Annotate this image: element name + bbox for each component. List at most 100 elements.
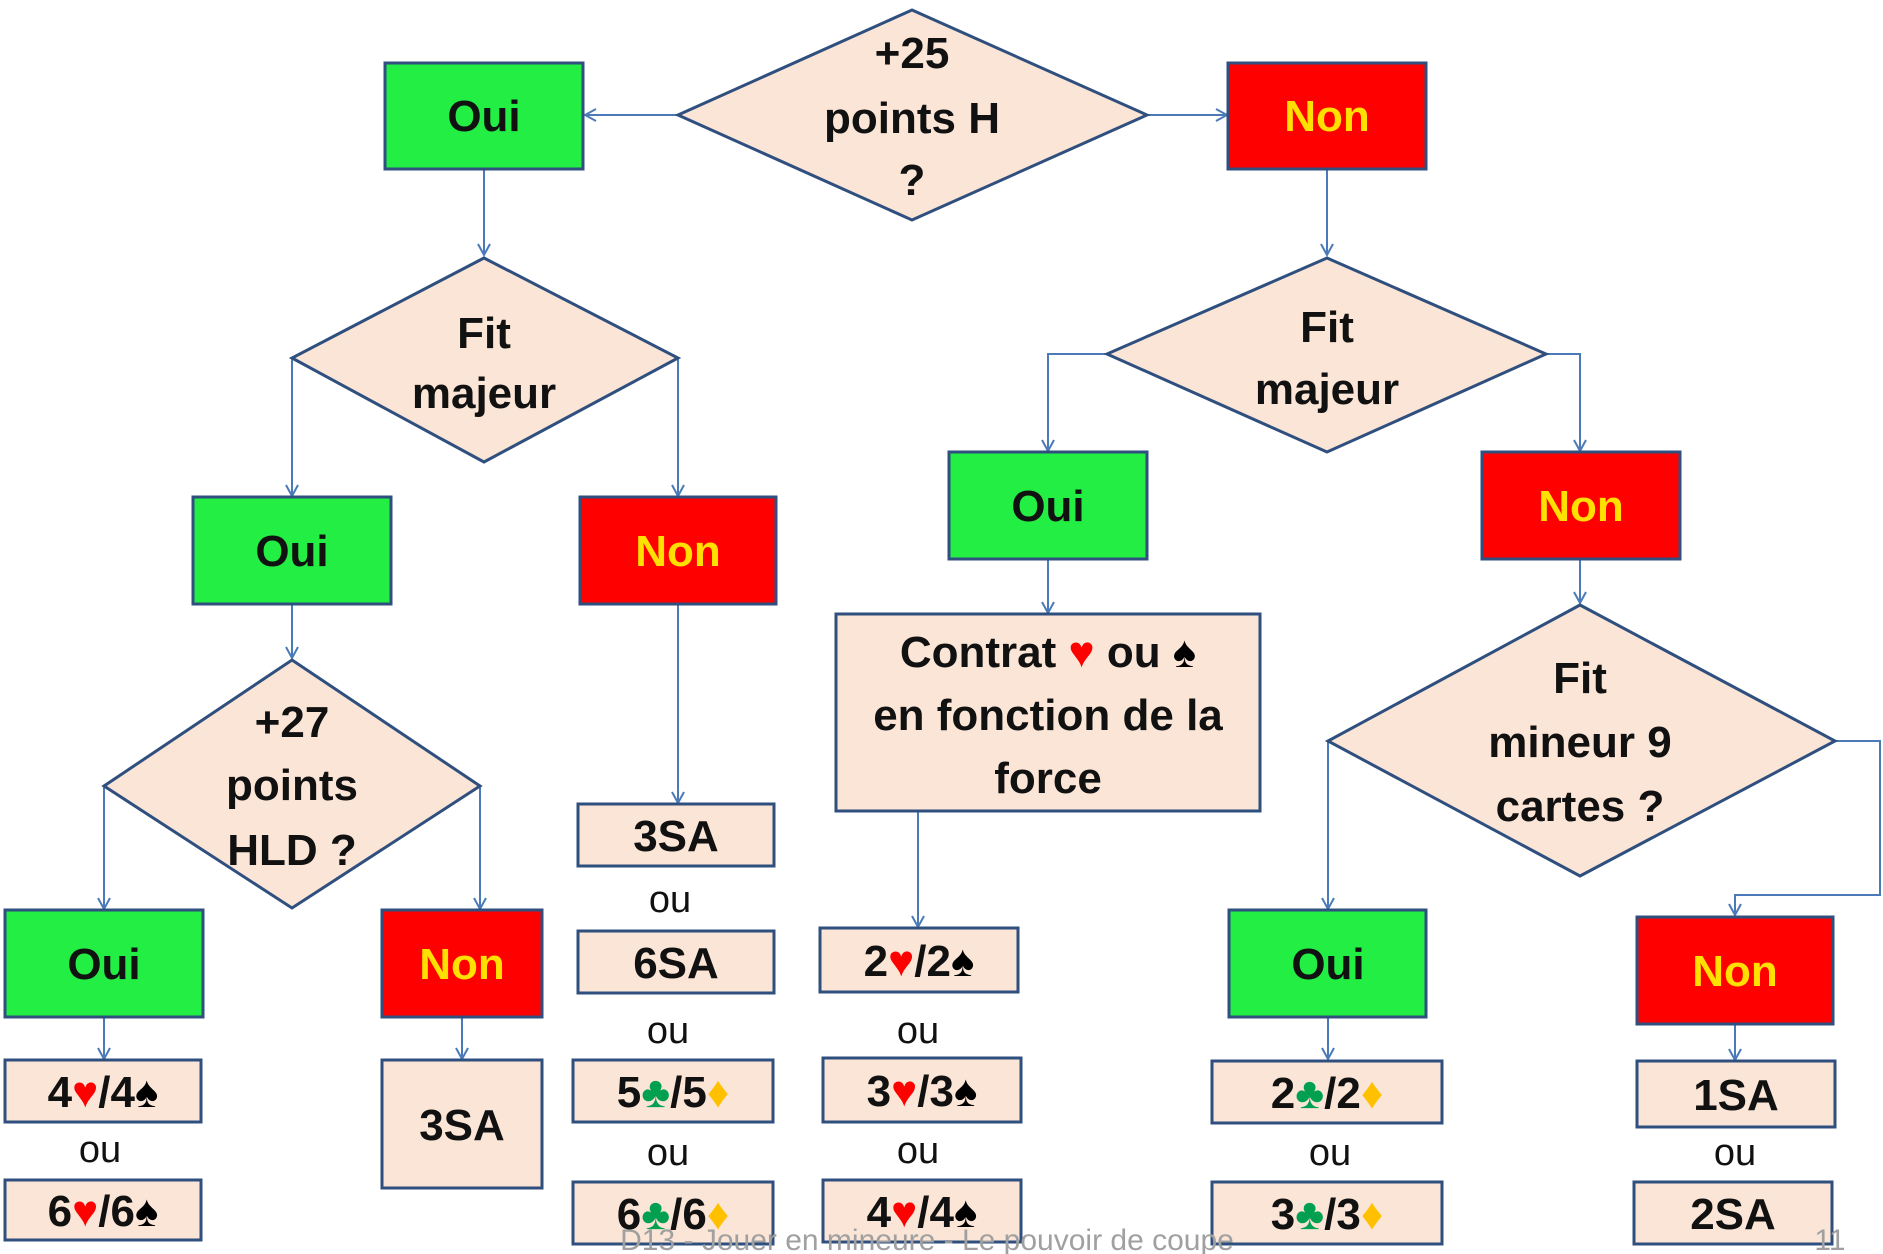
result-char: 2 — [926, 937, 950, 986]
result-char: 3 — [1336, 1190, 1360, 1239]
result-char: 1 — [1693, 1071, 1717, 1120]
connector-minor-to-non — [1735, 740, 1881, 915]
ou-minor-no: ou — [1714, 1132, 1756, 1174]
page-number: 11 — [1814, 1224, 1845, 1254]
minor-line3: cartes ? — [1496, 782, 1665, 831]
oui-box-minor: Oui — [1227, 908, 1428, 1019]
contract-line1-b: ou — [1095, 628, 1173, 677]
right-fit-line1: Fit — [1300, 303, 1354, 352]
result-char: A — [687, 939, 719, 988]
club-icon: ♣ — [1295, 1069, 1324, 1118]
result-contract-2: 3♥/3♠ — [821, 1056, 1023, 1124]
non-hld-label: Non — [419, 940, 505, 989]
minor-line1: Fit — [1553, 654, 1607, 703]
result-nofit-3: 5♣/5♦ — [571, 1058, 775, 1124]
heart-icon: ♥ — [888, 937, 914, 986]
result-char: / — [670, 1190, 682, 1239]
connector-right-fit-to-oui — [1048, 353, 1107, 451]
heart-icon: ♥ — [72, 1187, 98, 1236]
result-char: / — [670, 1068, 682, 1117]
result-char: A — [1744, 1190, 1776, 1239]
result-minor-no-2-text: 2SA — [1690, 1190, 1776, 1239]
result-char: / — [917, 1188, 929, 1237]
minor-line2: mineur 9 — [1488, 718, 1671, 767]
diamond-right-fit-majeur: Fit majeur — [1103, 256, 1550, 454]
result-char: 6 — [682, 1190, 706, 1239]
result-char: S — [658, 812, 687, 861]
result-char: 3 — [867, 1067, 891, 1116]
heart-icon: ♥ — [891, 1188, 917, 1237]
result-char: A — [687, 812, 719, 861]
result-contract-3: 4♥/4♠ — [821, 1178, 1023, 1244]
diamond-25-line1: +25 — [875, 29, 950, 78]
connectors — [104, 115, 1881, 1060]
diamond-icon: ♦ — [1361, 1190, 1383, 1239]
contract-line1: Contrat ♥ ou ♠ — [900, 628, 1196, 677]
result-char: 4 — [929, 1188, 954, 1237]
result-nofit-1: 3SA — [576, 802, 776, 868]
result-hld-yes-1-text: 4♥/4♠ — [48, 1068, 159, 1117]
result-char: 5 — [682, 1068, 706, 1117]
spade-icon: ♠ — [1173, 628, 1196, 677]
result-char: A — [473, 1101, 505, 1150]
ou-hld-1: ou — [79, 1129, 121, 1171]
oui-box-right-fit: Oui — [947, 450, 1149, 561]
result-char: 6 — [633, 939, 657, 988]
oui-minor-label: Oui — [1291, 940, 1364, 989]
club-icon: ♣ — [641, 1190, 670, 1239]
spade-icon: ♠ — [135, 1068, 158, 1117]
contract-line1-a: Contrat — [900, 628, 1069, 677]
hld-line2: points — [226, 761, 358, 810]
result-char: 3 — [1271, 1190, 1295, 1239]
result-char: 4 — [867, 1188, 892, 1237]
result-char: / — [1324, 1069, 1336, 1118]
diamond-27-points-hld: +27 points HLD ? — [101, 658, 483, 910]
result-nofit-4: 6♣/6♦ — [571, 1180, 775, 1246]
result-char: 2 — [1690, 1190, 1714, 1239]
left-fit-line1: Fit — [457, 309, 511, 358]
result-char: 4 — [110, 1068, 135, 1117]
result-char: 6 — [110, 1187, 134, 1236]
result-minor-no-1-text: 1SA — [1693, 1071, 1779, 1120]
result-minor-no-2: 2SA — [1632, 1180, 1834, 1246]
oui-hld-label: Oui — [67, 940, 140, 989]
club-icon: ♣ — [1295, 1190, 1324, 1239]
oui-top-label: Oui — [447, 92, 520, 141]
diamond-25-line3: ? — [899, 156, 926, 205]
result-hld-yes-2-text: 6♥/6♠ — [48, 1187, 159, 1236]
result-contract-3-text: 4♥/4♠ — [867, 1188, 978, 1237]
diamond-left-fit-majeur: Fit majeur — [288, 256, 682, 464]
result-char: 2 — [1336, 1069, 1360, 1118]
contract-line3: force — [994, 754, 1102, 803]
non-box-hld: Non — [380, 908, 544, 1019]
club-icon: ♣ — [641, 1068, 670, 1117]
oui-right-fit-label: Oui — [1011, 482, 1084, 531]
result-char: 3 — [419, 1101, 443, 1150]
result-char: S — [1715, 1190, 1744, 1239]
result-minor-yes-1-text: 2♣/2♦ — [1271, 1069, 1384, 1118]
result-minor-no-1: 1SA — [1635, 1059, 1837, 1129]
result-minor-yes-1: 2♣/2♦ — [1210, 1059, 1444, 1125]
result-hld-yes-1: 4♥/4♠ — [3, 1058, 203, 1124]
result-contract-1-text: 2♥/2♠ — [864, 937, 975, 986]
spade-icon: ♠ — [954, 1188, 977, 1237]
diamond-fit-mineur: Fit mineur 9 cartes ? — [1324, 603, 1839, 878]
non-box-left-fit: Non — [578, 495, 778, 606]
result-contract-1: 2♥/2♠ — [818, 926, 1020, 994]
ou-nofit-1: ou — [649, 879, 691, 921]
ou-minor-yes: ou — [1309, 1132, 1351, 1174]
result-char: / — [914, 937, 926, 986]
contract-line2: en fonction de la — [873, 691, 1223, 740]
result-char: / — [98, 1068, 110, 1117]
result-char: / — [98, 1187, 110, 1236]
result-char: 3 — [929, 1067, 953, 1116]
non-left-fit-label: Non — [635, 527, 721, 576]
spade-icon: ♠ — [954, 1067, 977, 1116]
non-right-fit-label: Non — [1538, 482, 1624, 531]
result-char: S — [444, 1101, 473, 1150]
diamond-25-points: +25 points H ? — [674, 8, 1151, 222]
result-char: 5 — [617, 1068, 641, 1117]
oui-box-hld: Oui — [3, 908, 205, 1019]
hld-line3: HLD ? — [227, 826, 357, 875]
